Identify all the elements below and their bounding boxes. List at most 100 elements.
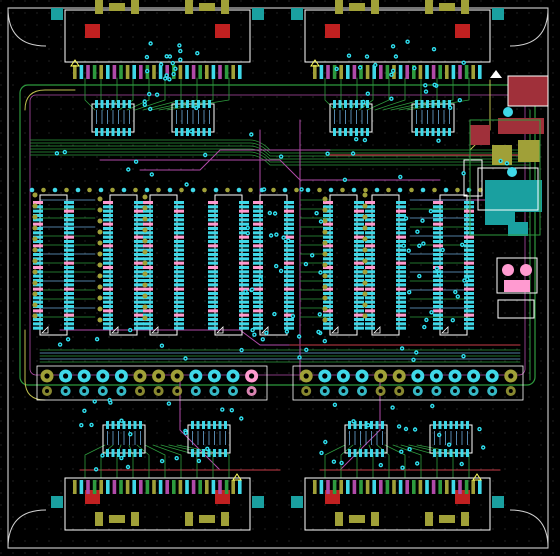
- contact-pin: [478, 480, 482, 494]
- contact-pin: [313, 480, 317, 494]
- ic-pin: [354, 235, 364, 239]
- contact-pin: [405, 65, 409, 79]
- ic-pin: [143, 253, 153, 256]
- drill-hole: [359, 373, 365, 379]
- ic-pin: [33, 287, 43, 291]
- via-drill: [364, 139, 366, 141]
- power-connector: [497, 299, 535, 319]
- ic-pin: [95, 100, 98, 108]
- ic-pin: [338, 100, 342, 108]
- conn-route: [408, 444, 454, 479]
- contact-pin: [385, 65, 390, 79]
- side-pad: [322, 273, 328, 279]
- ic-pin: [431, 100, 435, 108]
- via-drill: [406, 40, 409, 43]
- via-layer: [54, 39, 510, 472]
- ic-pin: [64, 222, 74, 226]
- ic-pin: [128, 449, 131, 457]
- ic-pin: [354, 313, 364, 317]
- ic-pin: [433, 274, 443, 278]
- ic-pin: [239, 209, 249, 213]
- via-drill: [129, 433, 132, 436]
- ic-pin: [202, 421, 205, 429]
- ic-pin: [64, 305, 74, 308]
- ic-pin: [174, 227, 184, 230]
- contact-pin: [211, 480, 216, 494]
- ic-pin: [354, 244, 364, 248]
- ic-br-b: [429, 421, 473, 457]
- via-drill: [101, 454, 104, 457]
- ic-pin: [323, 244, 333, 248]
- ic-pin: [208, 231, 218, 235]
- via-drill: [401, 347, 403, 350]
- mount-pad: [371, 0, 379, 14]
- top-pad: [466, 187, 472, 193]
- top-pad: [294, 187, 299, 193]
- ic-pin: [360, 100, 364, 108]
- ic-pin: [365, 326, 375, 330]
- ic-pin: [33, 218, 43, 222]
- ic-pin: [365, 287, 375, 291]
- teal-pad: [51, 496, 63, 508]
- ic-pin: [174, 326, 184, 330]
- conn-route: [176, 444, 230, 479]
- drill-hole: [249, 389, 254, 393]
- ic-pin: [239, 205, 249, 209]
- via-drill: [407, 249, 410, 252]
- via-drill: [64, 151, 66, 153]
- ic-pin: [433, 222, 443, 226]
- ic-pin: [208, 318, 218, 321]
- side-pad: [142, 304, 148, 310]
- mount-pad: [335, 512, 343, 526]
- ic-pin: [106, 100, 109, 108]
- ic-pin: [354, 231, 364, 235]
- ic-pin: [196, 449, 200, 457]
- ic-pin: [396, 248, 406, 252]
- drill-hole: [118, 373, 124, 379]
- ic-pin: [33, 279, 43, 282]
- contact-pin: [425, 480, 429, 494]
- via-drill: [127, 168, 130, 171]
- connector-outline: [64, 477, 251, 531]
- ic-pin: [433, 421, 436, 429]
- ic-pin: [208, 240, 218, 243]
- contact-pin: [125, 480, 130, 494]
- ic-pin: [64, 296, 74, 300]
- via-drill: [430, 311, 433, 314]
- ic-pin: [348, 421, 351, 429]
- ic-pin: [134, 296, 144, 300]
- ic-pin: [415, 100, 418, 108]
- side-pad: [142, 260, 148, 266]
- mount-pad: [425, 0, 433, 14]
- via-drill: [402, 244, 405, 247]
- ic-pin: [375, 449, 379, 457]
- contact-pin: [352, 480, 357, 494]
- contact-pin: [313, 65, 317, 79]
- via-drill: [408, 291, 411, 294]
- pin1-marker: [331, 326, 339, 334]
- via-drill: [286, 330, 288, 333]
- ic-pin: [433, 253, 443, 256]
- ic-pin: [103, 287, 113, 291]
- contact-pin: [464, 480, 469, 494]
- contact-pin: [326, 65, 330, 79]
- via-drill: [362, 101, 365, 103]
- ic-pin: [354, 296, 364, 300]
- via-drill: [231, 409, 233, 412]
- contact-pin: [145, 480, 150, 494]
- ic-pin: [365, 309, 375, 313]
- ic-pin: [365, 305, 375, 308]
- via-drill: [263, 188, 265, 191]
- contact-pin: [152, 480, 156, 494]
- ic-pin: [143, 257, 153, 261]
- contact-pin: [412, 480, 416, 494]
- ic-pin: [134, 300, 144, 304]
- ic-pin: [143, 218, 153, 222]
- ic-pin: [464, 266, 474, 269]
- ic-pin: [103, 326, 113, 330]
- via-drill: [333, 460, 335, 463]
- contact-pin: [73, 480, 77, 494]
- ic-pin: [323, 261, 333, 265]
- regulator-pad: [512, 180, 542, 212]
- ic-pin: [253, 318, 263, 321]
